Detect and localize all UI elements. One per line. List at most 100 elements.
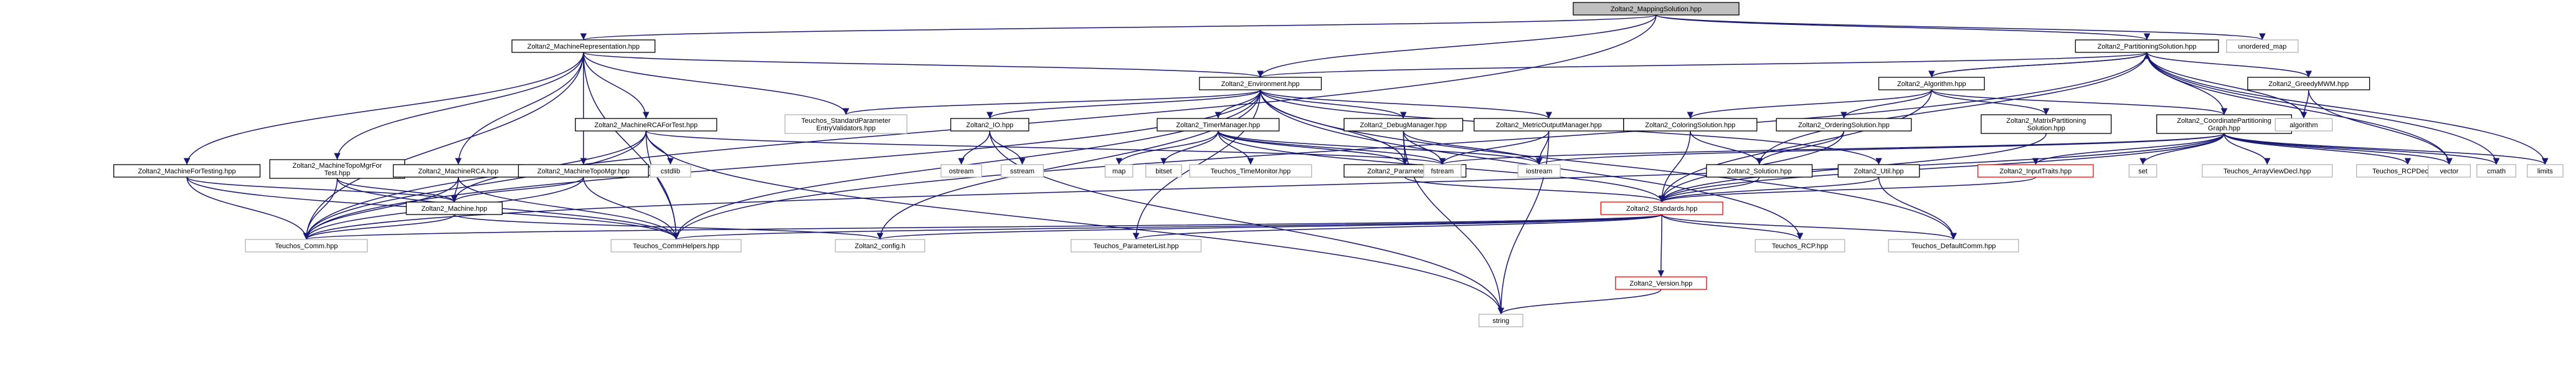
node-box-util	[1837, 164, 1920, 178]
node-defaultcomm: Teuchos_DefaultComm.hpp	[1888, 239, 2019, 253]
edge-partsol-to-env	[1257, 52, 2147, 78]
node-label-ordering-0: Zoltan2_OrderingSolution.hpp	[1798, 122, 1890, 129]
node-label-machrep-0: Zoltan2_MachineRepresentation.hpp	[528, 43, 640, 51]
node-box-bitset	[1145, 164, 1182, 178]
node-util[interactable]: Zoltan2_Util.hpp	[1837, 164, 1920, 178]
node-label-alg-0: Zoltan2_Algorithm.hpp	[1897, 80, 1966, 88]
node-root[interactable]: Zoltan2_MappingSolution.hpp	[1573, 2, 1740, 16]
node-label-env-0: Zoltan2_Environment.hpp	[1221, 80, 1300, 88]
node-machrep[interactable]: Zoltan2_MachineRepresentation.hpp	[511, 39, 656, 53]
node-label-fstream-0: fstream	[1431, 168, 1454, 175]
node-label-comm-0: Teuchos_Comm.hpp	[275, 243, 338, 250]
node-box-io	[950, 118, 1030, 132]
node-machine[interactable]: Zoltan2_Machine.hpp	[405, 201, 503, 215]
node-ordering[interactable]: Zoltan2_OrderingSolution.hpp	[1776, 118, 1912, 132]
edge-root-to-env	[1257, 14, 1657, 78]
edge-alg-to-coloring	[1687, 89, 1933, 119]
node-label-machine-0: Zoltan2_Machine.hpp	[421, 205, 487, 213]
node-box-limits	[2527, 164, 2564, 178]
edge-timemgr-to-map	[1115, 130, 1219, 165]
edge-env-to-config	[876, 89, 1261, 240]
node-label-config-0: Zoltan2_config.h	[855, 243, 905, 250]
node-box-rcafortest	[575, 118, 717, 132]
edge-ordering-to-solution	[1756, 130, 1845, 165]
node-solution[interactable]: Zoltan2_Solution.hpp	[1706, 164, 1813, 178]
node-metricmgr[interactable]: Zoltan2_MetricOutputManager.hpp	[1474, 118, 1624, 132]
edge-alg-to-coordpart	[1931, 89, 2228, 115]
node-sstream: sstream	[1000, 164, 1044, 178]
node-partsol[interactable]: Zoltan2_PartitioningSolution.hpp	[2075, 39, 2219, 53]
node-box-inputtraits	[1977, 164, 2094, 178]
edge-env-to-io	[987, 89, 1261, 119]
node-label-set-0: set	[2138, 168, 2147, 175]
node-rcafortest[interactable]: Zoltan2_MachineRCAForTest.hpp	[575, 118, 717, 132]
node-alg[interactable]: Zoltan2_Algorithm.hpp	[1878, 77, 1985, 90]
edge-timemgr-to-iostream	[1218, 130, 1543, 165]
edge-root-to-unordered_map	[1655, 14, 2266, 41]
node-label-util-0: Zoltan2_Util.hpp	[1854, 168, 1903, 175]
edge-env-to-defaultcomm	[1259, 89, 1957, 240]
node-label-standards-0: Zoltan2_Standards.hpp	[1626, 205, 1697, 213]
node-box-ordering	[1776, 118, 1912, 132]
node-topomgr[interactable]: Zoltan2_MachineTopoMgr.hpp	[518, 164, 649, 178]
node-coloring[interactable]: Zoltan2_ColoringSolution.hpp	[1623, 118, 1758, 132]
edge-util-to-defaultcomm	[1878, 176, 1957, 240]
node-inputtraits[interactable]: Zoltan2_InputTraits.hpp	[1977, 164, 2094, 178]
edge-standards-to-defaultcomm	[1661, 214, 1957, 240]
node-label-matrixpart-1: Solution.hpp	[2027, 125, 2065, 132]
edge-standards-to-comm	[303, 214, 1662, 240]
node-label-metricmgr-0: Zoltan2_MetricOutputManager.hpp	[1496, 122, 1602, 129]
edge-timemgr-to-bitset	[1160, 130, 1219, 165]
node-label-limits-0: limits	[2537, 168, 2554, 175]
edge-coordpart-to-set	[2139, 133, 2225, 165]
node-box-cmath	[2476, 164, 2517, 178]
edge-topomgrtest-to-commhelpers	[336, 178, 680, 240]
edge-machrep-to-rcafortest	[583, 52, 650, 119]
edge-alg-to-matrixpart	[1931, 89, 2050, 115]
node-version[interactable]: Zoltan2_Version.hpp	[1615, 276, 1707, 290]
node-label-sstream-0: sstream	[1010, 168, 1035, 175]
node-cmath: cmath	[2476, 164, 2517, 178]
node-box-timemgr	[1157, 118, 1280, 132]
node-label-machrca-0: Zoltan2_MachineRCA.hpp	[418, 168, 498, 175]
node-machfortest[interactable]: Zoltan2_MachineForTesting.hpp	[113, 164, 261, 178]
node-box-partsol	[2075, 39, 2219, 53]
node-bitset: bitset	[1145, 164, 1182, 178]
node-debugmgr[interactable]: Zoltan2_DebugManager.hpp	[1343, 118, 1464, 132]
node-box-unordered_map	[2226, 39, 2299, 53]
node-box-timemonitor	[1189, 164, 1312, 178]
node-label-debugmgr-0: Zoltan2_DebugManager.hpp	[1360, 122, 1447, 129]
node-env[interactable]: Zoltan2_Environment.hpp	[1199, 77, 1322, 90]
edge-coordpart-to-fstream	[1439, 133, 2225, 165]
node-box-solution	[1706, 164, 1813, 178]
edge-inputtraits-to-standards	[1659, 176, 2037, 203]
node-machrca[interactable]: Zoltan2_MachineRCA.hpp	[392, 164, 524, 178]
node-label-greedy-0: Zoltan2_GreedyMWM.hpp	[2268, 80, 2349, 88]
node-iostream: iostream	[1517, 164, 1561, 178]
node-box-sstream	[1000, 164, 1044, 178]
node-label-timemgr-0: Zoltan2_TimerManager.hpp	[1176, 122, 1260, 129]
node-algorithm: algorithm	[2275, 118, 2333, 132]
edge-machfortest-to-comm	[186, 176, 310, 240]
node-cstdlib: cstdlib	[650, 164, 691, 178]
node-vector: vector	[2427, 164, 2471, 178]
node-standards[interactable]: Zoltan2_Standards.hpp	[1600, 201, 1723, 215]
node-box-string	[1478, 314, 1523, 327]
node-box-machrep	[511, 39, 656, 53]
edge-timemgr-to-fstream	[1218, 130, 1446, 165]
node-label-arrayview-0: Teuchos_ArrayViewDecl.hpp	[2223, 168, 2311, 175]
node-config: Zoltan2_config.h	[835, 239, 926, 253]
node-timemgr[interactable]: Zoltan2_TimerManager.hpp	[1157, 118, 1280, 132]
node-box-debugmgr	[1343, 118, 1464, 132]
edge-coordpart-to-limits	[2223, 133, 2549, 165]
edge-alg-to-ordering	[1840, 89, 1933, 119]
node-box-paramlist	[1070, 239, 1202, 253]
node-io[interactable]: Zoltan2_IO.hpp	[950, 118, 1030, 132]
edge-alg-to-partsol	[1931, 52, 2151, 78]
node-greedy[interactable]: Zoltan2_GreedyMWM.hpp	[2247, 77, 2370, 90]
node-rcp: Teuchos_RCP.hpp	[1754, 239, 1845, 253]
node-validators: Teuchos_StandardParameterEntryValidators…	[784, 114, 907, 134]
